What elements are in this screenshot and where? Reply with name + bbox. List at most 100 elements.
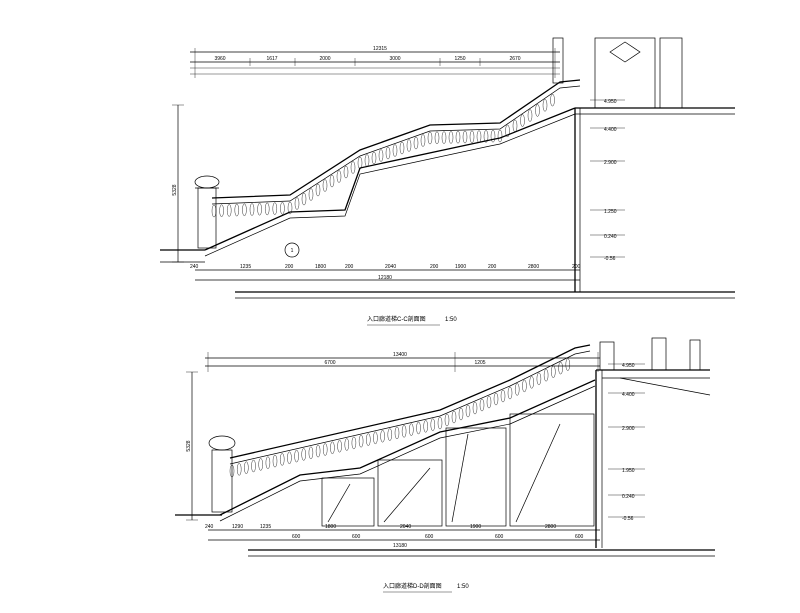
baluster	[497, 129, 503, 143]
s1-bot-dim-10: 2800	[528, 264, 539, 270]
s2-bot-dim-2: 1290	[232, 524, 243, 530]
s1-scale: 1:50	[445, 317, 457, 323]
s1-title: 入口廊道梯C-C剖面图	[367, 315, 426, 323]
baluster	[479, 398, 485, 412]
s2-bot-dim-7: 2040	[400, 524, 411, 530]
baluster	[430, 418, 435, 431]
s1-bot-dim-5: 200	[345, 264, 354, 270]
baluster	[527, 109, 533, 122]
baluster	[472, 401, 478, 415]
s2-scale: 1:50	[457, 584, 469, 590]
s1-level-1: 4.950	[604, 99, 617, 105]
s2-left-dim: 5328	[186, 440, 192, 451]
baluster	[507, 386, 513, 400]
s2-bot-dim-8: 600	[425, 534, 434, 540]
baluster	[249, 203, 255, 216]
s2-bot-dim-9: 1900	[470, 524, 481, 530]
baluster	[344, 438, 349, 451]
baluster	[315, 183, 321, 197]
s1-top-dim-3: 2000	[319, 56, 330, 62]
baluster	[451, 410, 457, 424]
s1-bot-dim-1: 240	[190, 264, 199, 270]
s2-bot-dim-5: 1800	[325, 524, 336, 530]
baluster	[512, 119, 518, 133]
baluster	[427, 131, 433, 145]
baluster	[500, 389, 506, 403]
baluster	[406, 139, 412, 152]
baluster	[323, 443, 328, 456]
s2-bot-dim-11: 2800	[545, 524, 556, 530]
baluster	[337, 440, 342, 453]
baluster	[378, 149, 384, 162]
baluster	[219, 204, 224, 217]
baluster	[476, 130, 482, 143]
baluster	[236, 463, 242, 476]
baluster	[399, 141, 405, 155]
s2-level-6: -0.56	[622, 516, 634, 522]
s1-level-6: -0.56	[604, 256, 616, 262]
baluster	[244, 461, 249, 474]
baluster	[358, 435, 364, 448]
baluster	[550, 93, 555, 107]
s1-top-dim-1: 3960	[214, 56, 225, 62]
s1-left-dim: 5328	[172, 184, 178, 195]
baluster	[565, 358, 570, 371]
baluster	[392, 144, 398, 157]
s1-callout-mark: 1	[291, 248, 294, 254]
s1-bot-dim-11: 200	[572, 264, 581, 270]
baluster	[373, 431, 378, 445]
baluster	[483, 130, 489, 143]
baluster	[416, 421, 421, 435]
baluster	[357, 156, 363, 170]
baluster	[265, 202, 270, 216]
baluster	[455, 130, 461, 144]
s1-bot-dim-7: 200	[430, 264, 439, 270]
baluster	[529, 376, 534, 389]
baluster	[329, 174, 335, 188]
baluster	[330, 441, 335, 454]
baluster	[366, 433, 371, 446]
s2-bot-dim-4: 600	[292, 534, 301, 540]
baluster	[423, 420, 428, 433]
baluster	[441, 131, 447, 144]
baluster	[280, 202, 285, 215]
baluster	[308, 446, 314, 459]
baluster	[520, 114, 525, 127]
baluster	[465, 404, 471, 418]
baluster	[211, 204, 217, 218]
baluster	[462, 130, 468, 144]
baluster	[413, 136, 419, 150]
baluster	[257, 202, 262, 216]
s2-level-4: 1.950	[622, 468, 635, 474]
baluster	[371, 151, 377, 165]
baluster	[558, 361, 563, 375]
s2-level-markers: 4.950 4.400 2.900 1.950 0.240 -0.56	[608, 363, 645, 522]
baluster	[401, 425, 407, 438]
s1-level-2: 4.400	[604, 127, 617, 133]
s1-callout-circle	[284, 242, 300, 258]
s1-level-5: 0.240	[604, 234, 617, 240]
s2-level-5: 0.240	[622, 494, 635, 500]
s1-bot-dim-9: 200	[488, 264, 497, 270]
baluster	[272, 202, 277, 215]
s2-bot-dim-6: 600	[352, 534, 361, 540]
baluster	[448, 131, 454, 144]
baluster	[505, 124, 510, 138]
baluster	[542, 99, 548, 112]
s1-top-dim-6: 2670	[509, 56, 520, 62]
s2-title: 入口廊道梯D-D剖面图	[383, 582, 442, 590]
baluster	[385, 146, 391, 160]
baluster	[458, 407, 464, 421]
baluster	[387, 428, 392, 441]
baluster	[258, 458, 263, 471]
baluster	[294, 197, 300, 210]
baluster	[287, 201, 293, 215]
baluster	[308, 188, 314, 201]
s1-level-3: 2.900	[604, 160, 617, 166]
s2-bottom-overall: 13180	[393, 543, 407, 549]
s1-bot-dim-8: 1900	[455, 264, 466, 270]
s2-top-dim-2: 1205	[474, 360, 485, 366]
s1-overall-dim: 12315	[373, 46, 387, 52]
section-1-elevation: 12315 3960 1617 2000 3000 1250 2670 5328	[160, 37, 735, 326]
